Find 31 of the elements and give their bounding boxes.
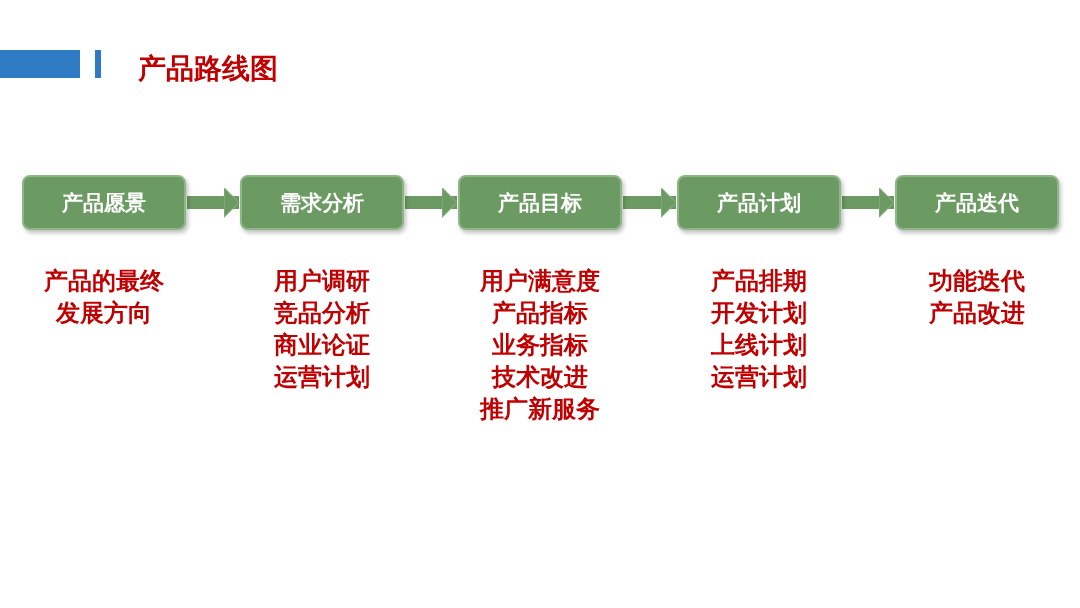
description-text: 上线计划 — [710, 330, 808, 361]
arrow — [623, 187, 677, 218]
description-text: 用户调研 — [273, 266, 371, 297]
description-text: 商业论证 — [273, 330, 371, 361]
description-text: 运营计划 — [273, 362, 371, 393]
arrow — [842, 187, 895, 218]
description-text: 竞品分析 — [273, 298, 371, 329]
step-label: 需求分析 — [280, 189, 364, 217]
description-text: 业务指标 — [491, 330, 589, 361]
description-text: 功能迭代 — [928, 266, 1026, 297]
description-text: 用户满意度 — [479, 266, 601, 297]
description-text: 开发计划 — [710, 298, 808, 329]
description-text: 产品排期 — [710, 266, 808, 297]
arrow — [405, 187, 458, 218]
step-label: 产品愿景 — [62, 189, 146, 217]
step-label: 产品迭代 — [935, 189, 1019, 217]
step-label: 产品目标 — [498, 189, 582, 217]
process-box — [895, 175, 1059, 230]
description-text: 产品指标 — [491, 298, 589, 329]
process-box — [240, 175, 404, 230]
description-text: 产品的最终发展方向 — [43, 266, 165, 329]
page-title: 产品路线图 — [138, 51, 278, 87]
process-box — [458, 175, 622, 230]
description-text: 运营计划 — [710, 362, 808, 393]
description-text: 产品改进 — [928, 298, 1026, 329]
process-box — [22, 175, 186, 230]
description-text: 技术改进 — [490, 362, 589, 393]
step-label: 产品计划 — [717, 189, 801, 217]
description-text: 推广新服务 — [478, 394, 601, 425]
process-box — [677, 175, 841, 230]
arrow — [187, 187, 240, 218]
